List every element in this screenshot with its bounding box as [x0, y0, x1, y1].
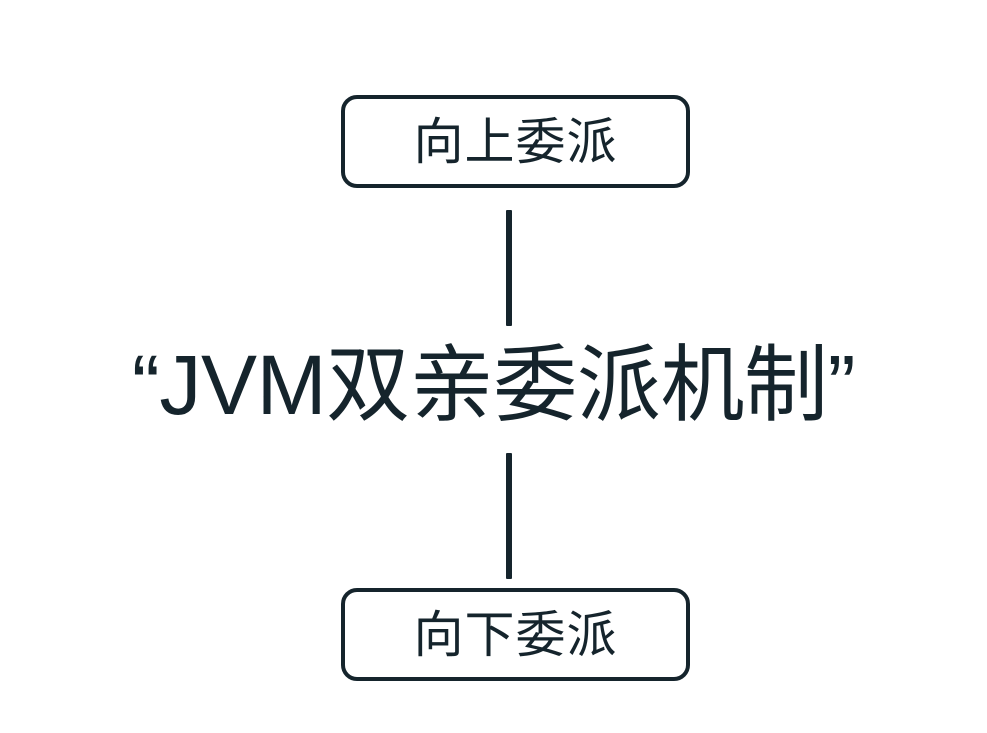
node-label-upward-delegation: 向上委派: [413, 113, 618, 170]
center-title-group: “JVM双亲委派机制”: [0, 335, 987, 435]
node-box-downward-delegation[interactable]: 向下委派: [341, 588, 690, 681]
connector-line-upper: [506, 210, 512, 326]
connector-line-lower: [506, 453, 512, 579]
node-box-upward-delegation[interactable]: 向上委派: [341, 95, 690, 188]
center-title-text: “JVM双亲委派机制”: [125, 343, 862, 427]
node-label-downward-delegation: 向下委派: [413, 606, 618, 663]
